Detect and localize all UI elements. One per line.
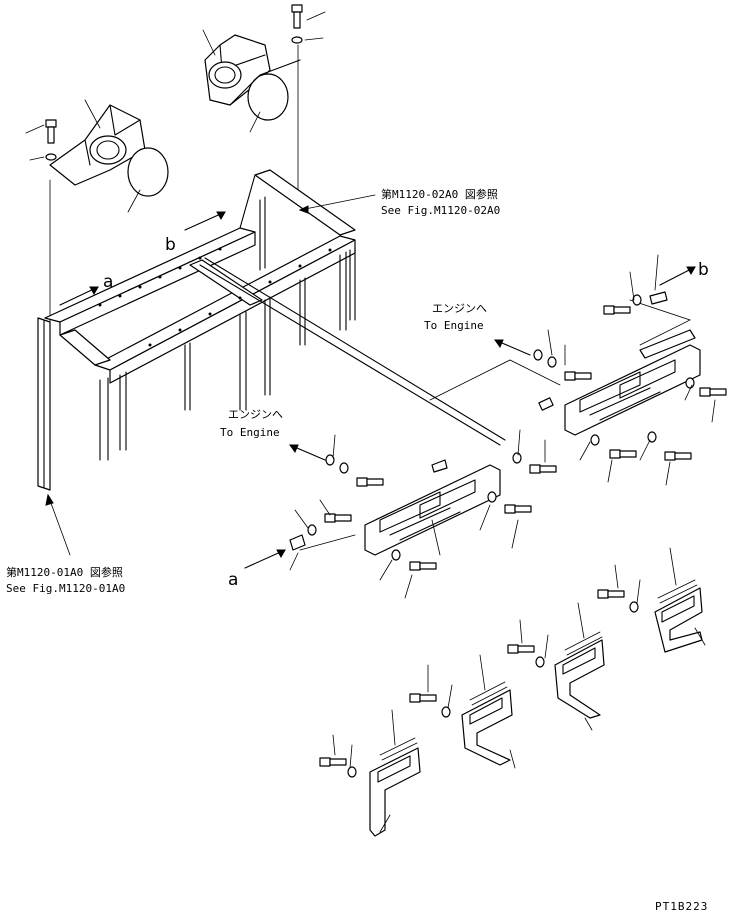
bolt-icon	[45, 119, 57, 144]
l-bracket-1	[319, 709, 421, 837]
bolt-icon	[603, 305, 631, 315]
bolt-icon	[409, 693, 437, 703]
bolt-icon	[356, 477, 384, 487]
bolt-icon	[409, 561, 437, 571]
fig-ref-lower-jp: 第M1120-01A0 図参照	[6, 565, 123, 579]
bolt-icon	[699, 387, 727, 397]
bolt-icon	[609, 449, 637, 459]
to-engine-upper-en: To Engine	[424, 319, 484, 332]
main-frame	[37, 169, 506, 491]
bolt-icon	[529, 464, 557, 474]
engine-arrow-upper	[494, 339, 531, 356]
label-a-bottom: a	[228, 570, 238, 590]
arrow-b-top	[184, 211, 226, 231]
arrow-a-top	[59, 286, 99, 306]
to-engine-lower-en: To Engine	[220, 426, 280, 439]
drawing-code: PT1B223	[655, 900, 708, 913]
l-bracket-2	[409, 654, 516, 769]
to-engine-upper-jp: エンジンへ	[432, 302, 487, 315]
fig-ref-upper-jp: 第M1120-02A0 図参照	[381, 187, 498, 201]
l-bracket-4	[597, 547, 706, 653]
label-b-top: b	[165, 235, 176, 255]
arrow-a-bottom	[244, 549, 286, 569]
pipe-route	[629, 299, 692, 346]
bracket-left-assembly	[25, 99, 169, 213]
bolt-icon	[504, 504, 532, 514]
leader-line	[47, 494, 71, 556]
l-bracket-3	[507, 602, 605, 731]
bolt-icon	[597, 589, 625, 599]
label-a-top: a	[103, 272, 113, 292]
beam-holes	[98, 247, 332, 347]
bolt-icon	[324, 513, 352, 523]
pipe-route	[429, 359, 561, 401]
arrow-b-right	[659, 266, 696, 286]
label-b-right: b	[698, 260, 709, 280]
bolt-icon	[507, 644, 535, 654]
bolt-icon	[319, 757, 347, 767]
clamp-assembly-lower	[289, 429, 557, 599]
bolt-icon	[564, 371, 592, 381]
pipe-route	[299, 534, 356, 551]
washer-icon	[632, 294, 642, 306]
engine-arrow-lower	[289, 444, 326, 461]
washer-icon	[45, 153, 57, 161]
to-engine-lower-jp: エンジンへ	[228, 408, 283, 421]
bolt-icon	[291, 4, 303, 29]
washer-icon	[291, 36, 303, 44]
bolt-icon	[664, 451, 692, 461]
arrow-head	[298, 205, 309, 214]
leader-line	[299, 194, 376, 211]
bracket-right-assembly	[202, 4, 326, 133]
fig-ref-upper-en: See Fig.M1120-02A0	[381, 204, 500, 217]
fig-ref-lower-en: See Fig.M1120-01A0	[6, 582, 125, 595]
clamp-assembly-upper	[533, 254, 727, 486]
arrow-head	[45, 493, 54, 506]
washer-icon	[307, 524, 317, 536]
